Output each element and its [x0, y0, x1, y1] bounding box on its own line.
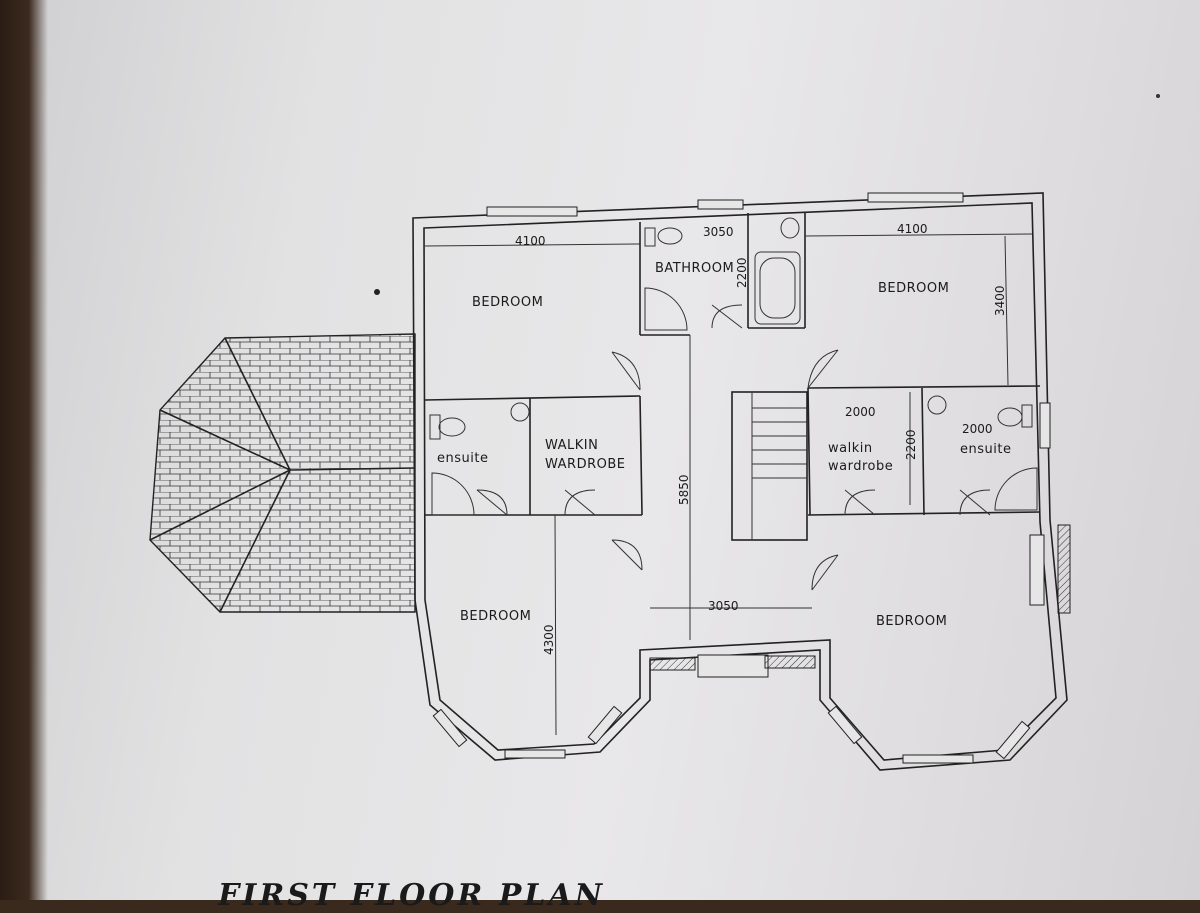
dimension-landing-width: 3050: [708, 599, 739, 613]
dimension-e-ensuite-width: 2000: [962, 422, 993, 436]
dimension-bath-width: 3050: [703, 225, 734, 239]
dimension-bath-depth: 2200: [735, 257, 749, 288]
dimension-ne-depth: 3400: [993, 285, 1007, 316]
plan-caption: FIRST FLOOR PLAN: [218, 878, 606, 913]
room-label-walkin-w-line2: WARDROBE: [545, 457, 625, 472]
dimension-ne-width: 4100: [897, 222, 928, 236]
room-label-bedroom-ne: BEDROOM: [878, 281, 949, 296]
dimension-nw-width: 4100: [515, 234, 546, 248]
dimension-e-walkin-width: 2000: [845, 405, 876, 419]
table-surface: [0, 0, 48, 900]
ink-speck: [374, 289, 380, 295]
dimension-sw-depth: 4300: [542, 624, 556, 655]
dimension-e-walkin-depth: 2200: [904, 429, 918, 460]
dimension-landing-length: 5850: [677, 474, 691, 505]
ink-speck-2: [1156, 94, 1160, 98]
room-label-walkin-e-line1: walkin: [828, 441, 873, 456]
room-label-walkin-w-line1: WALKIN: [545, 438, 598, 453]
room-label-ensuite-e: ensuite: [960, 442, 1011, 457]
roof-tiles: [149, 333, 416, 613]
room-label-ensuite-w: ensuite: [437, 451, 488, 466]
internal-walls: [424, 213, 1041, 736]
room-label-bathroom: BATHROOM: [655, 261, 734, 276]
room-label-bedroom-se: BEDROOM: [876, 614, 947, 629]
outer-walls: [412, 192, 1071, 771]
room-label-bedroom-nw: BEDROOM: [472, 295, 543, 310]
room-label-bedroom-sw: BEDROOM: [460, 609, 531, 624]
room-label-walkin-e-line2: wardrobe: [828, 459, 893, 474]
